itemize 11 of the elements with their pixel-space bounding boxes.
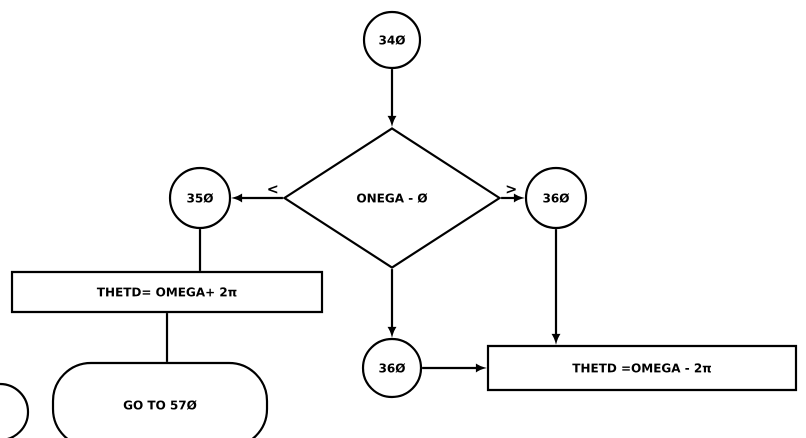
process-box: THETD =OMEGA - 2π <box>486 344 798 392</box>
arrow <box>422 364 484 372</box>
arrow <box>388 69 396 124</box>
terminal-box: GO TO 57Ø <box>52 362 268 438</box>
arrow <box>552 229 560 342</box>
process-box: THETD= OMEGA+ 2π <box>10 270 324 314</box>
edge-label: > <box>506 185 516 194</box>
arrow <box>501 194 522 202</box>
edge-label: < <box>268 185 278 194</box>
arrow <box>234 194 283 202</box>
arrow <box>388 269 396 335</box>
